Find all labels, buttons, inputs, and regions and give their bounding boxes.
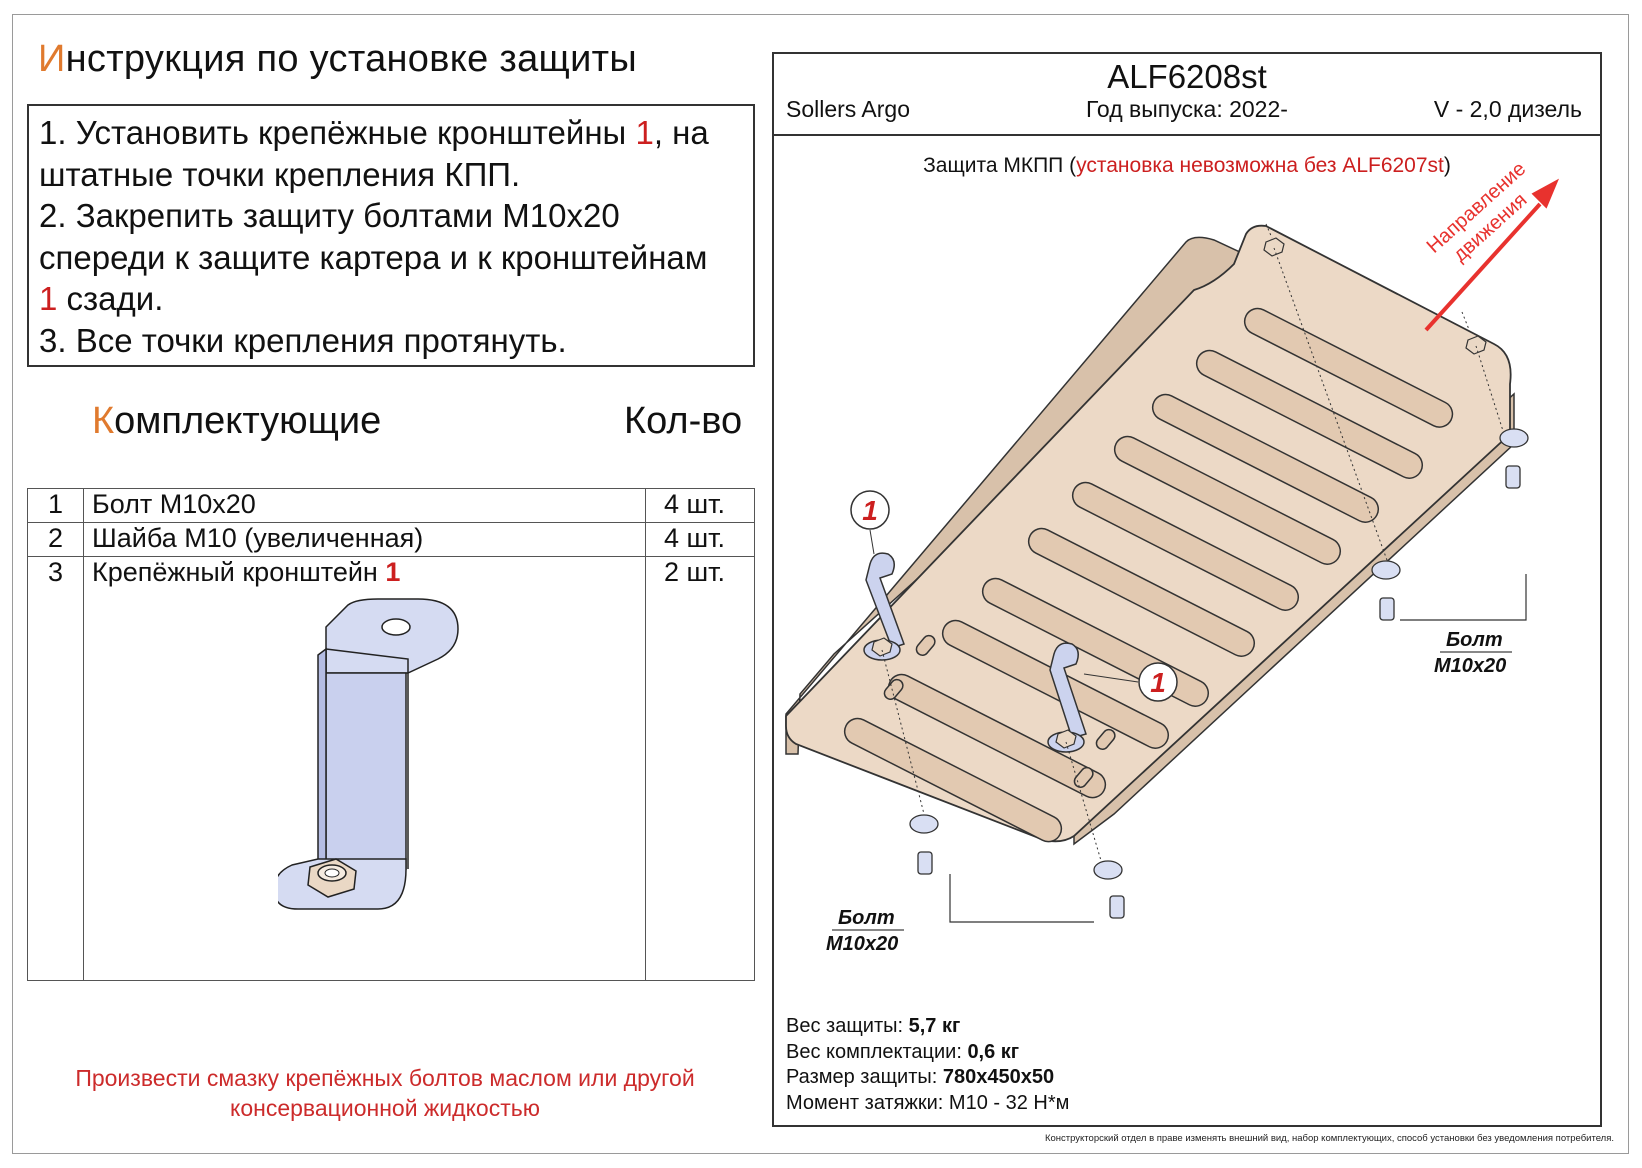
- spec-kit-weight: Вес комплектации: 0,6 кг: [786, 1040, 1020, 1063]
- page-title: Инструкция по установке защиты: [38, 38, 637, 80]
- instruction-line: 3. Все точки крепления протянуть.: [39, 321, 567, 359]
- spec-torque: Момент затяжки: М10 - 32 Н*м: [786, 1091, 1070, 1114]
- part-qty: 4 шт.: [664, 523, 726, 553]
- table-divider: [28, 556, 754, 557]
- instruction-line: спереди к защите картера и к кронштейнам: [39, 238, 708, 276]
- disclaimer: Конструкторский отдел в праве изменять в…: [1044, 1133, 1614, 1144]
- product-panel: ALF6208st Sollers Argo Год выпуска: 2022…: [772, 52, 1602, 1127]
- engine-spec: V - 2,0 дизель: [1433, 96, 1582, 122]
- row-number: 1: [48, 489, 64, 519]
- spec-weight: Вес защиты: 5,7 кг: [786, 1015, 961, 1037]
- parts-table: 1 Болт М10х20 4 шт. 2 Шайба М10 (увеличе…: [27, 488, 755, 981]
- header-divider: [774, 134, 1600, 136]
- callout-1-right: 1: [1150, 667, 1166, 698]
- parts-heading: Комплектующие: [92, 400, 382, 442]
- table-divider: [28, 522, 754, 523]
- installation-diagram: 1 1 Направление движения Болт М10х20 Бол…: [785, 158, 1560, 955]
- part-name: Шайба М10 (увеличенная): [92, 523, 424, 553]
- page-frame: [12, 14, 1629, 1154]
- callout-1-top: 1: [862, 495, 878, 526]
- bolt-label-right-line2: М10х20: [1434, 655, 1506, 677]
- part-name: Крепёжный кронштейн 1: [92, 557, 401, 587]
- instructions-box: 1. Установить крепёжные кронштейны 1, на…: [27, 104, 755, 367]
- part-qty: 4 шт.: [664, 489, 726, 519]
- spec-list: Вес защиты: 5,7 кг Вес комплектации: 0,6…: [786, 1014, 1069, 1116]
- car-model: Sollers Argo: [786, 96, 911, 122]
- bolt-label-bottom-line2: М10х20: [826, 933, 898, 955]
- part-name: Болт М10х20: [92, 489, 256, 519]
- product-code: ALF6208st: [1107, 58, 1267, 95]
- lubrication-note: Произвести смазку крепёжных болтов масло…: [75, 1065, 695, 1121]
- instruction-line: штатные точки крепления КПП.: [39, 155, 521, 193]
- table-divider: [645, 489, 646, 980]
- instruction-line: 1 сзади.: [39, 280, 164, 317]
- row-number: 3: [48, 557, 64, 587]
- quantity-heading: Кол-во: [624, 400, 743, 442]
- row-number: 2: [48, 523, 64, 553]
- instruction-line: 1. Установить крепёжные кронштейны 1, на: [39, 114, 709, 151]
- bolt-label-right-line1: Болт: [1446, 629, 1503, 651]
- table-divider: [83, 489, 84, 980]
- bracket-illustration: [278, 598, 459, 910]
- bolt-label-bottom-line1: Болт: [838, 907, 895, 929]
- instruction-line: 2. Закрепить защиту болтами М10х20: [39, 197, 620, 234]
- model-year: Год выпуска: 2022-: [1086, 96, 1288, 122]
- part-qty: 2 шт.: [664, 557, 726, 587]
- spec-size: Размер защиты: 780х450х50: [786, 1066, 1055, 1088]
- product-name: Защита МКПП (установка невозможна без AL…: [923, 154, 1451, 177]
